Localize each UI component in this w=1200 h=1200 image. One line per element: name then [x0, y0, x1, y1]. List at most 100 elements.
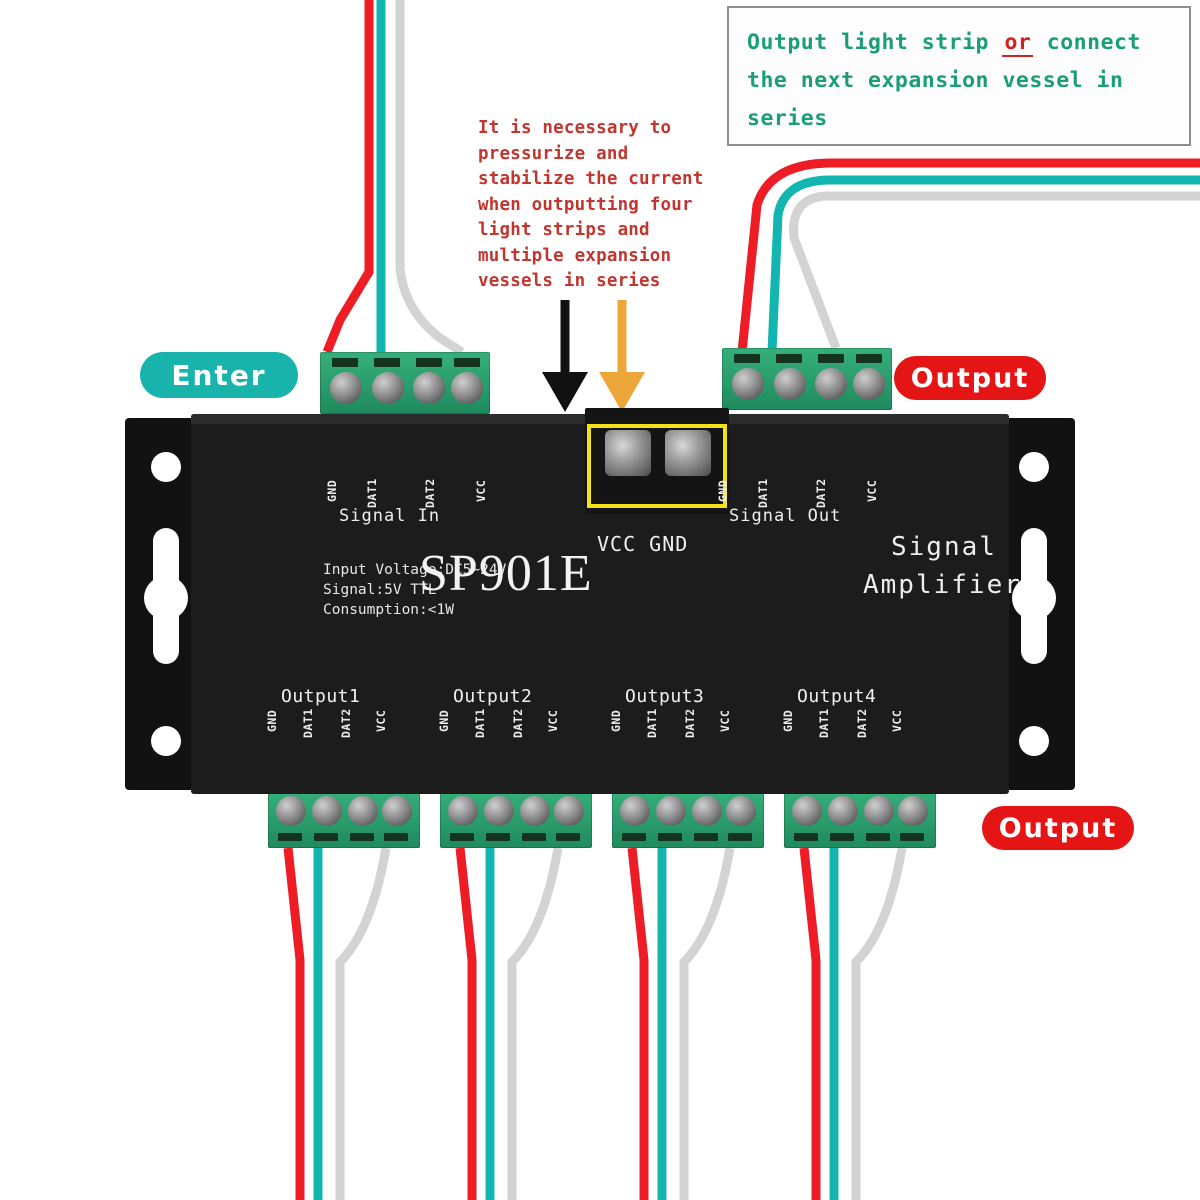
pin-label-output2-dat2: DAT2 — [511, 708, 525, 738]
pin-label-output2-vcc: VCC — [546, 709, 560, 732]
terminal-block-output2[interactable] — [440, 790, 592, 848]
callout-line-1-a: Output light strip — [747, 30, 1003, 55]
warning-line: vessels in series — [478, 271, 661, 291]
terminal-screw[interactable] — [520, 796, 550, 826]
mounting-hole — [151, 452, 181, 482]
terminal-slot — [332, 358, 358, 367]
pin-label-output1-gnd: GND — [265, 709, 279, 732]
terminal-block-signal-in[interactable] — [320, 352, 490, 414]
terminal-block-signal-out[interactable] — [722, 348, 892, 410]
pin-label-output4-gnd: GND — [781, 709, 795, 732]
wire-o3-red — [627, 847, 649, 1200]
terminal-screw[interactable] — [484, 796, 514, 826]
terminal-slot — [794, 833, 818, 841]
pin-label-output1-dat2: DAT2 — [339, 708, 353, 738]
terminal-slot — [454, 358, 480, 367]
power-terminal-highlight — [587, 424, 727, 508]
pin-label-output2-dat1: DAT1 — [473, 708, 487, 738]
badge-enter-label: Enter — [171, 358, 267, 392]
pin-label-signal-out-dat2: DAT2 — [814, 478, 828, 508]
terminal-screw[interactable] — [330, 372, 362, 404]
callout-box: Output light strip or connect the next e… — [727, 6, 1191, 146]
terminal-screw[interactable] — [828, 796, 858, 826]
power-screw-vcc[interactable] — [605, 430, 651, 476]
mounting-hole — [1019, 452, 1049, 482]
terminal-screw[interactable] — [815, 368, 847, 400]
terminal-screw[interactable] — [448, 796, 478, 826]
terminal-screw[interactable] — [853, 368, 885, 400]
device-specs: Input Voltage:DC5~24V Signal:5V TTL Cons… — [323, 560, 506, 620]
signal-in-title: Signal In — [339, 506, 441, 526]
terminal-screw[interactable] — [774, 368, 806, 400]
terminal-screw[interactable] — [620, 796, 650, 826]
terminal-screw[interactable] — [726, 796, 756, 826]
pin-label-signal-in-vcc: VCC — [474, 479, 488, 502]
pin-label-signal-in-dat1: DAT1 — [365, 478, 379, 508]
mounting-keyslot-wide — [1012, 576, 1056, 620]
output4-title: Output4 — [797, 686, 877, 707]
pin-label-output4-dat2: DAT2 — [855, 708, 869, 738]
pin-label-output3-dat1: DAT1 — [645, 708, 659, 738]
terminal-screw[interactable] — [372, 372, 404, 404]
callout-line-1-b: connect — [1033, 30, 1141, 55]
terminal-screw[interactable] — [348, 796, 378, 826]
pin-label-output3-vcc: VCC — [718, 709, 732, 732]
wire-o1-grey — [335, 847, 391, 1200]
wire-out-top-red — [737, 158, 1200, 353]
badge-output-top-label: Output — [910, 362, 1030, 394]
terminal-slot — [830, 833, 854, 841]
pin-label-output1-dat1: DAT1 — [301, 708, 315, 738]
wire-input-red — [322, 0, 374, 354]
wire-out-top-grey — [789, 191, 1200, 350]
device-function-line1: Signal — [891, 532, 997, 562]
signal-out-title: Signal Out — [729, 506, 842, 526]
wire-input-grey — [395, 0, 465, 356]
terminal-slot — [522, 833, 546, 841]
device-model-name: SP901E — [419, 545, 593, 602]
terminal-screw[interactable] — [312, 796, 342, 826]
pin-label-signal-in-gnd: GND — [325, 479, 339, 502]
warning-line: It is necessary to — [478, 118, 672, 138]
pin-label-output3-dat2: DAT2 — [683, 708, 697, 738]
terminal-screw[interactable] — [554, 796, 584, 826]
terminal-slot — [278, 833, 302, 841]
device-function-line2: Amplifier — [863, 570, 1022, 600]
wire-out-top-cyan — [767, 175, 1200, 353]
warning-line: when outputting four — [478, 194, 693, 215]
wire-o2-grey — [507, 847, 563, 1200]
terminal-screw[interactable] — [792, 796, 822, 826]
terminal-block-output3[interactable] — [612, 790, 764, 848]
terminal-screw[interactable] — [656, 796, 686, 826]
terminal-block-output1[interactable] — [268, 790, 420, 848]
spec-signal: Signal:5V TTL — [323, 582, 437, 598]
pin-label-output4-vcc: VCC — [890, 709, 904, 732]
terminal-screw[interactable] — [382, 796, 412, 826]
output1-title: Output1 — [281, 686, 361, 707]
terminal-screw[interactable] — [276, 796, 306, 826]
output3-title: Output3 — [625, 686, 705, 707]
terminal-screw[interactable] — [864, 796, 894, 826]
pin-label-signal-in-dat2: DAT2 — [423, 478, 437, 508]
terminal-slot — [384, 833, 408, 841]
wire-o2-red — [455, 847, 477, 1200]
terminal-block-output4[interactable] — [784, 790, 936, 848]
terminal-screw[interactable] — [451, 372, 483, 404]
pin-label-output3-gnd: GND — [609, 709, 623, 732]
terminal-slot — [450, 833, 474, 841]
warning-line: stabilize the current — [478, 169, 704, 189]
terminal-slot — [866, 833, 890, 841]
terminal-slot — [694, 833, 718, 841]
wire-o1-red — [283, 847, 305, 1200]
arrow-down-black-icon — [542, 300, 588, 412]
terminal-screw[interactable] — [898, 796, 928, 826]
mounting-hole — [151, 726, 181, 756]
terminal-screw[interactable] — [732, 368, 764, 400]
callout-line-2: the next expansion vessel in — [747, 68, 1124, 93]
terminal-screw[interactable] — [692, 796, 722, 826]
terminal-slot — [776, 354, 802, 363]
power-screw-gnd[interactable] — [665, 430, 711, 476]
pin-label-output2-gnd: GND — [437, 709, 451, 732]
terminal-screw[interactable] — [413, 372, 445, 404]
